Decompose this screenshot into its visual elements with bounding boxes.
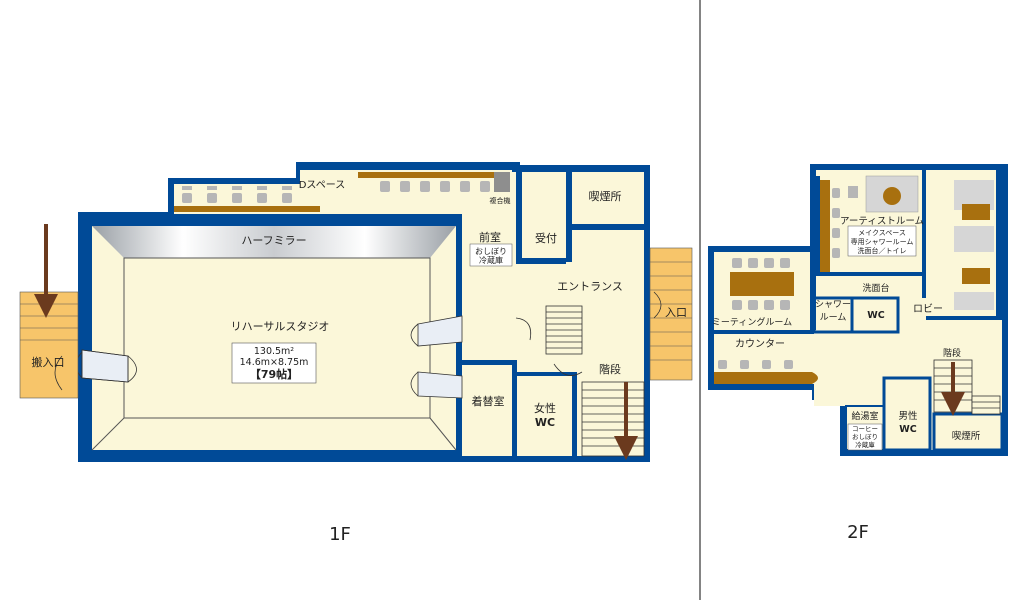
lobby-sofas	[954, 180, 994, 310]
floor-2f: アーティストルーム メイクスペース 専用シャワールーム 洗面台／トイレ 洗面台 …	[708, 164, 1008, 543]
studio-area: 130.5m²	[254, 346, 294, 357]
sink-label: 洗面台	[862, 282, 889, 294]
floor-1f-label: 1F	[329, 524, 351, 545]
dressing-room-label: 着替室	[472, 394, 505, 408]
smoking-area-2f-label: 喫煙所	[952, 430, 981, 442]
d-space-chairs	[182, 186, 292, 203]
studio-doors-right	[410, 315, 463, 399]
meeting-chairs	[732, 258, 790, 310]
entrance-label: エントランス	[557, 280, 623, 293]
reception-label: 受付	[535, 232, 557, 245]
artist-note-box	[847, 225, 917, 257]
entry-label: 入口	[665, 306, 687, 319]
women-wc-label-2: WC	[535, 416, 555, 429]
lobby-label: ロビー	[913, 303, 943, 315]
loading-entry-stairs	[19, 291, 79, 399]
floor-2f-label: 2F	[847, 522, 869, 543]
studio-floor	[92, 226, 456, 450]
smoking-area-1f-label: 喫煙所	[589, 190, 622, 203]
women-wc-label-1: 女性	[534, 401, 556, 415]
f1-entrance-stairs	[545, 305, 583, 355]
artist-note-2: 専用シャワールーム	[851, 237, 914, 246]
d-space-label: Dスペース	[299, 180, 346, 191]
kitchen-note-1: コーヒー	[852, 425, 878, 433]
top-bench	[358, 172, 494, 178]
shower-label-2: ルーム	[820, 312, 847, 323]
artist-room-label: アーティストルーム	[840, 216, 924, 227]
artist-vanity	[820, 180, 830, 272]
counter	[714, 372, 818, 384]
floor-1f: ハーフミラー リハーサルスタジオ 130.5m² 14.6m×8.75m 【79…	[19, 162, 693, 545]
kitchen-note-3: 冷蔵庫	[855, 440, 875, 449]
meeting-room-label: ミーティングルーム	[712, 316, 792, 328]
loading-entry-label: 搬入口	[32, 355, 65, 369]
front-room-note-2: 冷蔵庫	[479, 255, 503, 265]
kitchenette-label: 給湯室	[851, 410, 878, 422]
artist-table	[883, 187, 901, 205]
artist-chairs	[832, 188, 840, 258]
d-space-bench	[174, 206, 320, 212]
men-wc-label-1: 男性	[898, 410, 918, 422]
kitchen-note-2: おしぼり	[852, 433, 878, 441]
counter-stools	[718, 360, 793, 369]
stairs-1f-label: 階段	[599, 362, 621, 376]
half-mirror-label: ハーフミラー	[241, 234, 306, 247]
copier-icon	[494, 172, 510, 192]
meeting-table	[730, 272, 794, 296]
entry-stairs-right	[649, 247, 693, 381]
men-wc-label-2: WC	[899, 424, 916, 435]
studio-info-box	[231, 342, 317, 384]
artist-note-3: 洗面台／トイレ	[858, 246, 907, 255]
counter-label: カウンター	[735, 338, 785, 350]
f1-floor	[174, 170, 644, 456]
studio-label: リハーサルスタジオ	[231, 320, 330, 333]
top-bench-chairs	[380, 181, 490, 192]
studio-doors-left	[75, 349, 137, 383]
f1-main-stairs	[581, 381, 645, 457]
studio-dimensions: 14.6m×8.75m	[240, 357, 309, 368]
front-room-note-1: おしぼり	[475, 247, 507, 256]
wc-2f-label: WC	[867, 310, 884, 321]
copier-label: 複合機	[490, 196, 511, 205]
stairs-2f-label: 階段	[943, 347, 961, 359]
studio-tatami: 【79帖】	[250, 367, 298, 381]
front-room-label: 前室	[479, 230, 501, 244]
shower-label-1: シャワー	[815, 300, 851, 310]
half-mirror	[92, 226, 456, 258]
artist-note-1: メイクスペース	[858, 229, 906, 237]
